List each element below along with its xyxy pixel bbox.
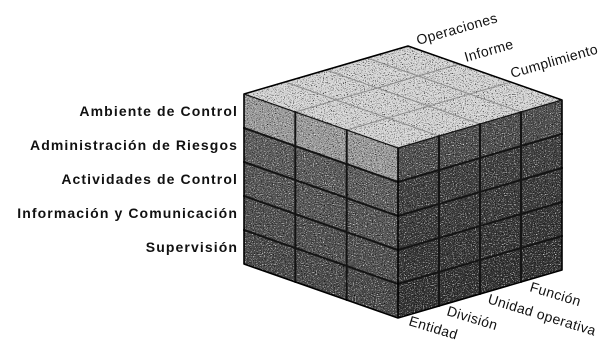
grid-line <box>397 167 563 217</box>
side-face-cell <box>398 272 439 318</box>
cube-grid-lines <box>243 57 563 307</box>
objective-label-reporting: Informe <box>462 36 515 65</box>
top-face-cell <box>346 118 439 148</box>
grid-line <box>397 201 563 251</box>
front-face-cell <box>244 196 296 248</box>
grid-line <box>366 57 522 113</box>
top-face-cell <box>377 76 470 106</box>
front-face-cell <box>295 180 347 232</box>
cube-faces <box>244 46 562 318</box>
front-face-cell <box>244 128 296 180</box>
grid-line <box>243 229 399 285</box>
component-label-information-communication: Información y Comunicación <box>17 205 238 221</box>
top-face-cell <box>418 64 511 94</box>
side-face-cell <box>521 236 562 282</box>
component-label-control-environment: Ambiente de Control <box>79 103 238 119</box>
front-face-cell <box>244 162 296 214</box>
front-face-cell <box>295 112 347 164</box>
grid-line <box>397 235 563 285</box>
objective-label-compliance: Cumplimiento <box>508 41 599 81</box>
front-face-cell <box>244 230 296 282</box>
side-face-cell <box>439 260 480 306</box>
side-face-cell <box>439 226 480 272</box>
front-face-cell <box>244 94 296 146</box>
side-face-cell <box>480 112 521 158</box>
component-label-control-activities: Actividades de Control <box>61 171 238 187</box>
component-label-risk-assessment: Administración de Riesgos <box>30 137 238 153</box>
component-label-monitoring: Supervisión <box>146 239 238 255</box>
grid-line <box>243 195 399 251</box>
top-face-cell <box>428 94 521 124</box>
side-face-cell <box>439 158 480 204</box>
top-face-cell <box>326 58 419 88</box>
side-face-cell <box>439 192 480 238</box>
side-face-cell <box>521 100 562 146</box>
side-face-cell <box>398 136 439 182</box>
top-face-cell <box>387 106 480 136</box>
grid-line <box>397 133 563 183</box>
top-face-cell <box>367 46 460 76</box>
front-face-cell <box>295 248 347 300</box>
grid-line <box>243 127 399 183</box>
side-face-cell <box>480 248 521 294</box>
cube-outline <box>243 45 563 319</box>
front-face-cell <box>346 198 398 250</box>
top-face-cell <box>285 70 378 100</box>
side-face-cell <box>398 238 439 284</box>
side-face-cell <box>398 170 439 216</box>
front-face-cell <box>346 266 398 318</box>
side-face-cell <box>521 168 562 214</box>
front-face-cell <box>346 164 398 216</box>
front-face-cell <box>295 146 347 198</box>
component-labels: Ambiente de Control Administración de Ri… <box>17 103 238 255</box>
side-face-cell <box>398 204 439 250</box>
front-face-cell <box>295 214 347 266</box>
side-face-cell <box>480 146 521 192</box>
top-face-cell <box>469 82 562 112</box>
top-face-cell <box>336 88 429 118</box>
grid-line <box>284 81 440 137</box>
side-face-cell <box>480 180 521 226</box>
side-face-cell <box>521 134 562 180</box>
top-face-cell <box>244 82 337 112</box>
front-face-cell <box>346 130 398 182</box>
side-face-cell <box>480 214 521 260</box>
cube-outline-edge <box>243 45 563 319</box>
grid-line <box>243 161 399 217</box>
front-face-cell <box>346 232 398 284</box>
top-face-cell <box>295 100 388 130</box>
grid-line <box>325 69 481 125</box>
side-face-cell <box>439 124 480 170</box>
side-face-cell <box>521 202 562 248</box>
